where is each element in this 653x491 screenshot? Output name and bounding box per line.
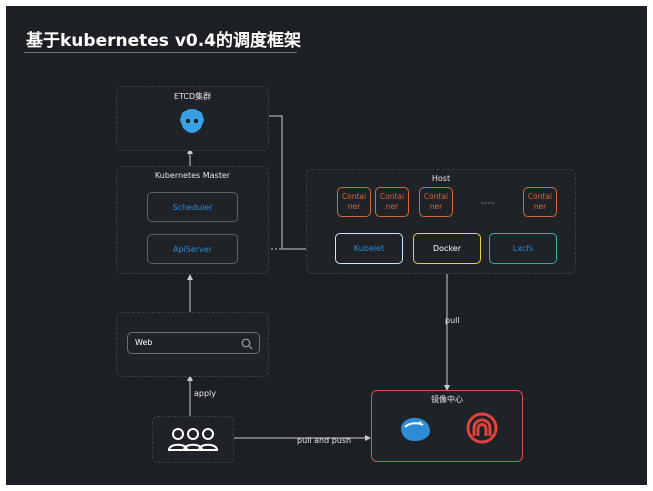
pull-and-push-label: pull and push — [297, 436, 352, 445]
containers-ellipsis: ---- — [481, 198, 495, 209]
container-line1: Contai — [423, 192, 449, 201]
kubelet-box[interactable]: Kubelet — [335, 233, 403, 264]
etcd-label: ETCD集群 — [173, 92, 212, 101]
docker-whale-icon — [401, 417, 430, 441]
diagram-canvas: 基于kubernetes v0.4的调度框架 ETCD集群 — [6, 6, 647, 485]
users-group-icon — [167, 428, 219, 451]
docker-box[interactable]: Docker — [413, 233, 481, 264]
pull-label: pull — [445, 316, 460, 325]
apiserver-box[interactable]: ApiServer — [147, 234, 238, 264]
apply-label: apply — [194, 389, 217, 398]
etcd-logo-icon — [180, 109, 204, 133]
container-box[interactable]: Contai ner — [523, 187, 557, 217]
web-search-input[interactable]: Web — [127, 332, 260, 354]
container-box[interactable]: Contai ner — [419, 187, 453, 217]
users-panel[interactable] — [152, 416, 234, 463]
web-panel — [116, 312, 269, 377]
registry-label: 镜像中心 — [431, 395, 463, 404]
container-line2: ner — [533, 202, 547, 211]
registry-panel[interactable]: 镜像中心 — [371, 390, 523, 462]
search-icon — [241, 338, 253, 350]
container-line2: ner — [429, 202, 443, 211]
page-title: 基于kubernetes v0.4的调度框架 — [26, 31, 302, 51]
web-label: Web — [135, 338, 153, 347]
container-line1: Contai — [341, 192, 367, 201]
container-box[interactable]: Contai ner — [337, 187, 371, 217]
container-line1: Contai — [527, 192, 553, 201]
container-line2: ner — [385, 202, 399, 211]
container-line1: Contai — [379, 192, 405, 201]
lxcfs-box[interactable]: Lxcfs — [489, 233, 557, 264]
harbor-registry-icon — [466, 412, 498, 444]
container-line2: ner — [347, 202, 361, 211]
master-panel: Kubernetes Master — [116, 166, 269, 274]
scheduler-box[interactable]: Scheduler — [147, 192, 238, 222]
title-underline — [24, 52, 297, 53]
host-label: Host — [431, 174, 451, 183]
master-label: Kubernetes Master — [154, 171, 231, 180]
container-box[interactable]: Contai ner — [375, 187, 409, 217]
etcd-panel: ETCD集群 — [116, 86, 269, 151]
host-panel: Host — [306, 169, 576, 274]
